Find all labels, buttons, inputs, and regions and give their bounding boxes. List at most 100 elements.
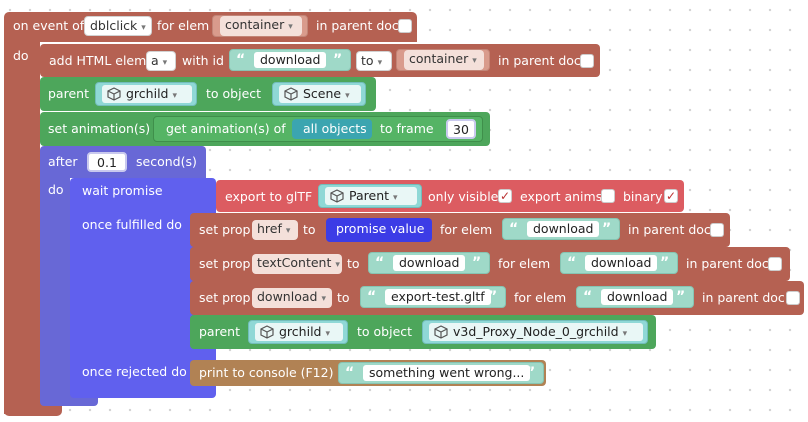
once-rejected-label: once rejected do [82, 364, 187, 379]
target-object-block[interactable]: v3d_Proxy_Node_0_grchild▾ [422, 320, 648, 344]
elem-string-field[interactable]: download [601, 289, 674, 305]
frame-number-field[interactable]: 30 [446, 119, 476, 139]
prop-dropdown[interactable]: textContent▾ [252, 254, 342, 274]
open-quote-icon: “ [345, 365, 355, 381]
cube-icon [284, 87, 298, 101]
close-quote-icon: ” [333, 52, 343, 68]
id-string-block[interactable]: “ download ” [229, 49, 351, 71]
all-objects-block[interactable] [292, 119, 372, 139]
binary-label: binary [623, 189, 663, 204]
print-string-block[interactable]: “ something went wrong... ” [338, 362, 544, 384]
parent-label: parent [199, 324, 240, 339]
close-quote-icon: ” [526, 365, 536, 381]
for-elem-label: for elem [157, 18, 210, 33]
value-string-field[interactable]: download [393, 255, 466, 271]
elem-string-block[interactable]: “ download ” [576, 286, 694, 308]
add-html-label: add HTML elem [49, 53, 147, 68]
child-object-dropdown[interactable]: grchild▾ [255, 323, 343, 341]
binary-checkbox[interactable]: ✓ [664, 189, 678, 203]
to-label: to [347, 256, 360, 271]
after-label: after [48, 154, 78, 169]
child-object-dropdown[interactable]: grchild▾ [102, 85, 192, 103]
promise-value-block[interactable]: promise value [326, 218, 432, 242]
cube-icon [330, 189, 344, 203]
do-label: do [48, 182, 64, 197]
in-parent-doc-checkbox[interactable] [786, 291, 800, 305]
target-string-block[interactable]: container▾ [396, 49, 490, 71]
parent-label: parent [48, 86, 89, 101]
delay-number-field[interactable]: 0.1 [87, 152, 127, 172]
in-parent-doc-checkbox[interactable] [710, 223, 724, 237]
open-quote-icon: “ [236, 52, 246, 68]
to-label: to [303, 222, 316, 237]
export-label: export to glTF [225, 189, 313, 204]
set-prop-label: set prop [199, 290, 251, 305]
close-quote-icon: ” [660, 255, 670, 271]
get-animations-label: get animation(s) of [166, 121, 286, 136]
prop-dropdown[interactable]: download▾ [252, 288, 332, 308]
print-label: print to console (F12) [199, 365, 334, 380]
set-prop-label: set prop [199, 222, 251, 237]
in-parent-doc-label: in parent doc [686, 256, 769, 271]
event-block-arm [4, 40, 40, 414]
seconds-label: second(s) [136, 154, 197, 169]
elem-string-block[interactable]: “ download ” [502, 218, 620, 240]
wait-promise-label: wait promise [82, 183, 163, 198]
open-quote-icon: “ [583, 289, 593, 305]
elem-string-field[interactable]: download [527, 221, 600, 237]
cube-icon [107, 87, 121, 101]
value-string-block[interactable]: “ export-test.gltf ” [360, 286, 506, 308]
close-quote-icon: ” [676, 289, 686, 305]
export-anims-checkbox[interactable] [601, 189, 615, 203]
export-anims-label: export anims [520, 189, 603, 204]
value-string-field[interactable]: export-test.gltf [385, 289, 491, 305]
in-parent-doc-checkbox[interactable] [768, 257, 782, 271]
print-string-field[interactable]: something went wrong... [363, 365, 531, 381]
child-object-block[interactable]: grchild▾ [248, 320, 348, 344]
cube-icon [434, 325, 448, 339]
open-quote-icon: “ [567, 255, 577, 271]
target-object-dropdown[interactable]: v3d_Proxy_Node_0_grchild▾ [429, 323, 643, 341]
target-object-dropdown[interactable]: Scene▾ [279, 85, 361, 103]
once-fulfilled-label: once fulfilled do [82, 217, 182, 232]
elem-dropdown[interactable]: container▾ [220, 16, 302, 36]
set-prop-label: set prop [199, 256, 251, 271]
in-parent-doc-label: in parent doc [498, 53, 581, 68]
open-quote-icon: “ [509, 221, 519, 237]
to-label: to [337, 290, 350, 305]
in-parent-doc-checkbox[interactable] [580, 54, 594, 68]
elem-string-block[interactable]: “ download ” [560, 252, 678, 274]
in-parent-doc-label: in parent doc [316, 18, 399, 33]
target-dropdown[interactable]: container▾ [404, 50, 484, 70]
event-block[interactable] [4, 12, 417, 42]
id-string-field[interactable]: download [254, 52, 327, 68]
to-object-label: to object [206, 86, 262, 101]
set-animation-label: set animation(s) [48, 121, 151, 136]
in-parent-doc-checkbox[interactable] [398, 19, 412, 33]
prop-dropdown[interactable]: href▾ [252, 220, 298, 240]
in-parent-doc-label: in parent doc [628, 222, 711, 237]
close-quote-icon: ” [472, 255, 482, 271]
elem-string-block[interactable]: container▾ [212, 15, 308, 37]
export-object-dropdown[interactable]: Parent▾ [325, 187, 417, 205]
for-elem-label: for elem [498, 256, 551, 271]
open-quote-icon: “ [375, 255, 385, 271]
value-string-block[interactable]: “ download ” [368, 252, 490, 274]
event-type-dropdown[interactable]: dblclick▾ [84, 16, 152, 36]
to-object-label: to object [357, 324, 413, 339]
close-quote-icon: ” [488, 289, 498, 305]
do-label: do [13, 48, 29, 63]
close-quote-icon: ” [602, 221, 612, 237]
in-parent-doc-label: in parent doc [702, 290, 785, 305]
child-object-block[interactable]: grchild▾ [95, 82, 197, 106]
target-object-block[interactable]: Scene▾ [272, 82, 366, 106]
tag-dropdown[interactable]: a▾ [146, 51, 176, 71]
for-elem-label: for elem [440, 222, 493, 237]
only-visible-checkbox[interactable]: ✓ [498, 189, 512, 203]
position-dropdown[interactable]: to▾ [356, 51, 392, 71]
export-object-block[interactable]: Parent▾ [318, 184, 422, 208]
elem-string-field[interactable]: download [585, 255, 658, 271]
for-elem-label: for elem [514, 290, 567, 305]
after-block-arm [40, 176, 70, 398]
with-id-label: with id [182, 53, 224, 68]
